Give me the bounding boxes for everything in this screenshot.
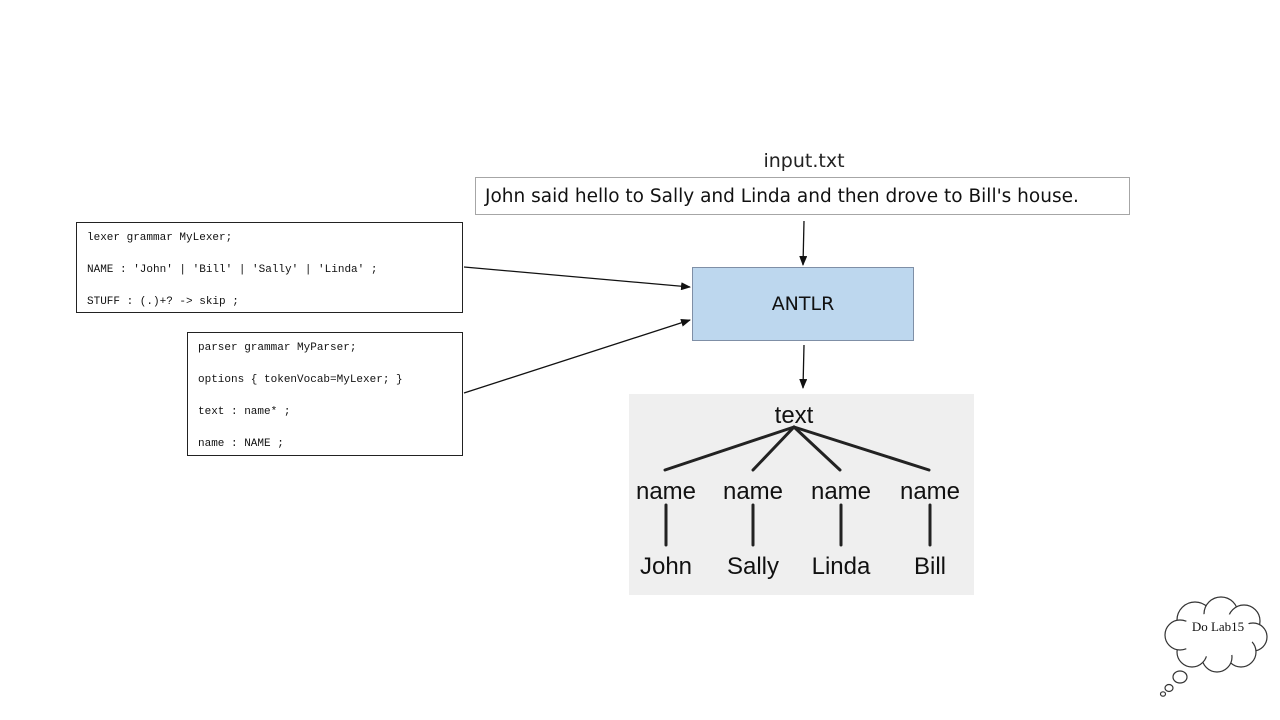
- parser-line-1: parser grammar MyParser;: [198, 342, 357, 354]
- parse-tree-panel: text name name name name John Sally Lind…: [629, 394, 974, 595]
- arrow-parser-to-antlr: [463, 318, 691, 394]
- parser-grammar-box: parser grammar MyParser; options { token…: [187, 332, 463, 456]
- lexer-line-1: lexer grammar MyLexer;: [87, 232, 233, 244]
- tree-node-name-1: name: [635, 478, 697, 505]
- arrow-lexer-to-antlr: [463, 266, 691, 291]
- input-text: John said hello to Sally and Linda and t…: [485, 185, 1079, 207]
- edge-root-name-3: [792, 425, 842, 472]
- parse-tree-edges: [663, 425, 932, 547]
- input-file-label: input.txt: [763, 150, 845, 172]
- lexer-line-3: STUFF : (.)+? -> skip ;: [87, 296, 239, 308]
- antlr-label: ANTLR: [771, 293, 835, 315]
- tree-node-name-3: name: [810, 478, 872, 505]
- tree-leaf-linda: Linda: [811, 553, 871, 580]
- tree-node-name-2: name: [722, 478, 784, 505]
- arrow-antlr-to-tree: [799, 344, 808, 389]
- tree-leaf-sally: Sally: [726, 553, 780, 580]
- tree-root-node: text: [774, 402, 814, 429]
- thought-cloud: Do Lab15: [1155, 594, 1275, 702]
- edge-root-name-2: [751, 425, 796, 472]
- tree-leaf-john: John: [639, 553, 693, 580]
- arrow-input-to-antlr: [799, 220, 808, 266]
- tree-node-name-4: name: [899, 478, 961, 505]
- parser-line-2: options { tokenVocab=MyLexer; }: [198, 374, 403, 386]
- thought-cloud-text: Do Lab15: [1191, 619, 1245, 634]
- thought-cloud-shape: [1159, 596, 1268, 697]
- input-text-box: John said hello to Sally and Linda and t…: [475, 177, 1130, 215]
- lexer-grammar-box: lexer grammar MyLexer; NAME : 'John' | '…: [76, 222, 463, 313]
- edge-root-name-1: [663, 425, 796, 472]
- edge-root-name-4: [792, 425, 931, 472]
- lexer-line-2: NAME : 'John' | 'Bill' | 'Sally' | 'Lind…: [87, 264, 378, 276]
- tree-leaf-bill: Bill: [913, 553, 946, 580]
- parser-line-4: name : NAME ;: [198, 438, 284, 450]
- antlr-tool-box: ANTLR: [692, 267, 914, 341]
- parser-line-3: text : name* ;: [198, 406, 291, 418]
